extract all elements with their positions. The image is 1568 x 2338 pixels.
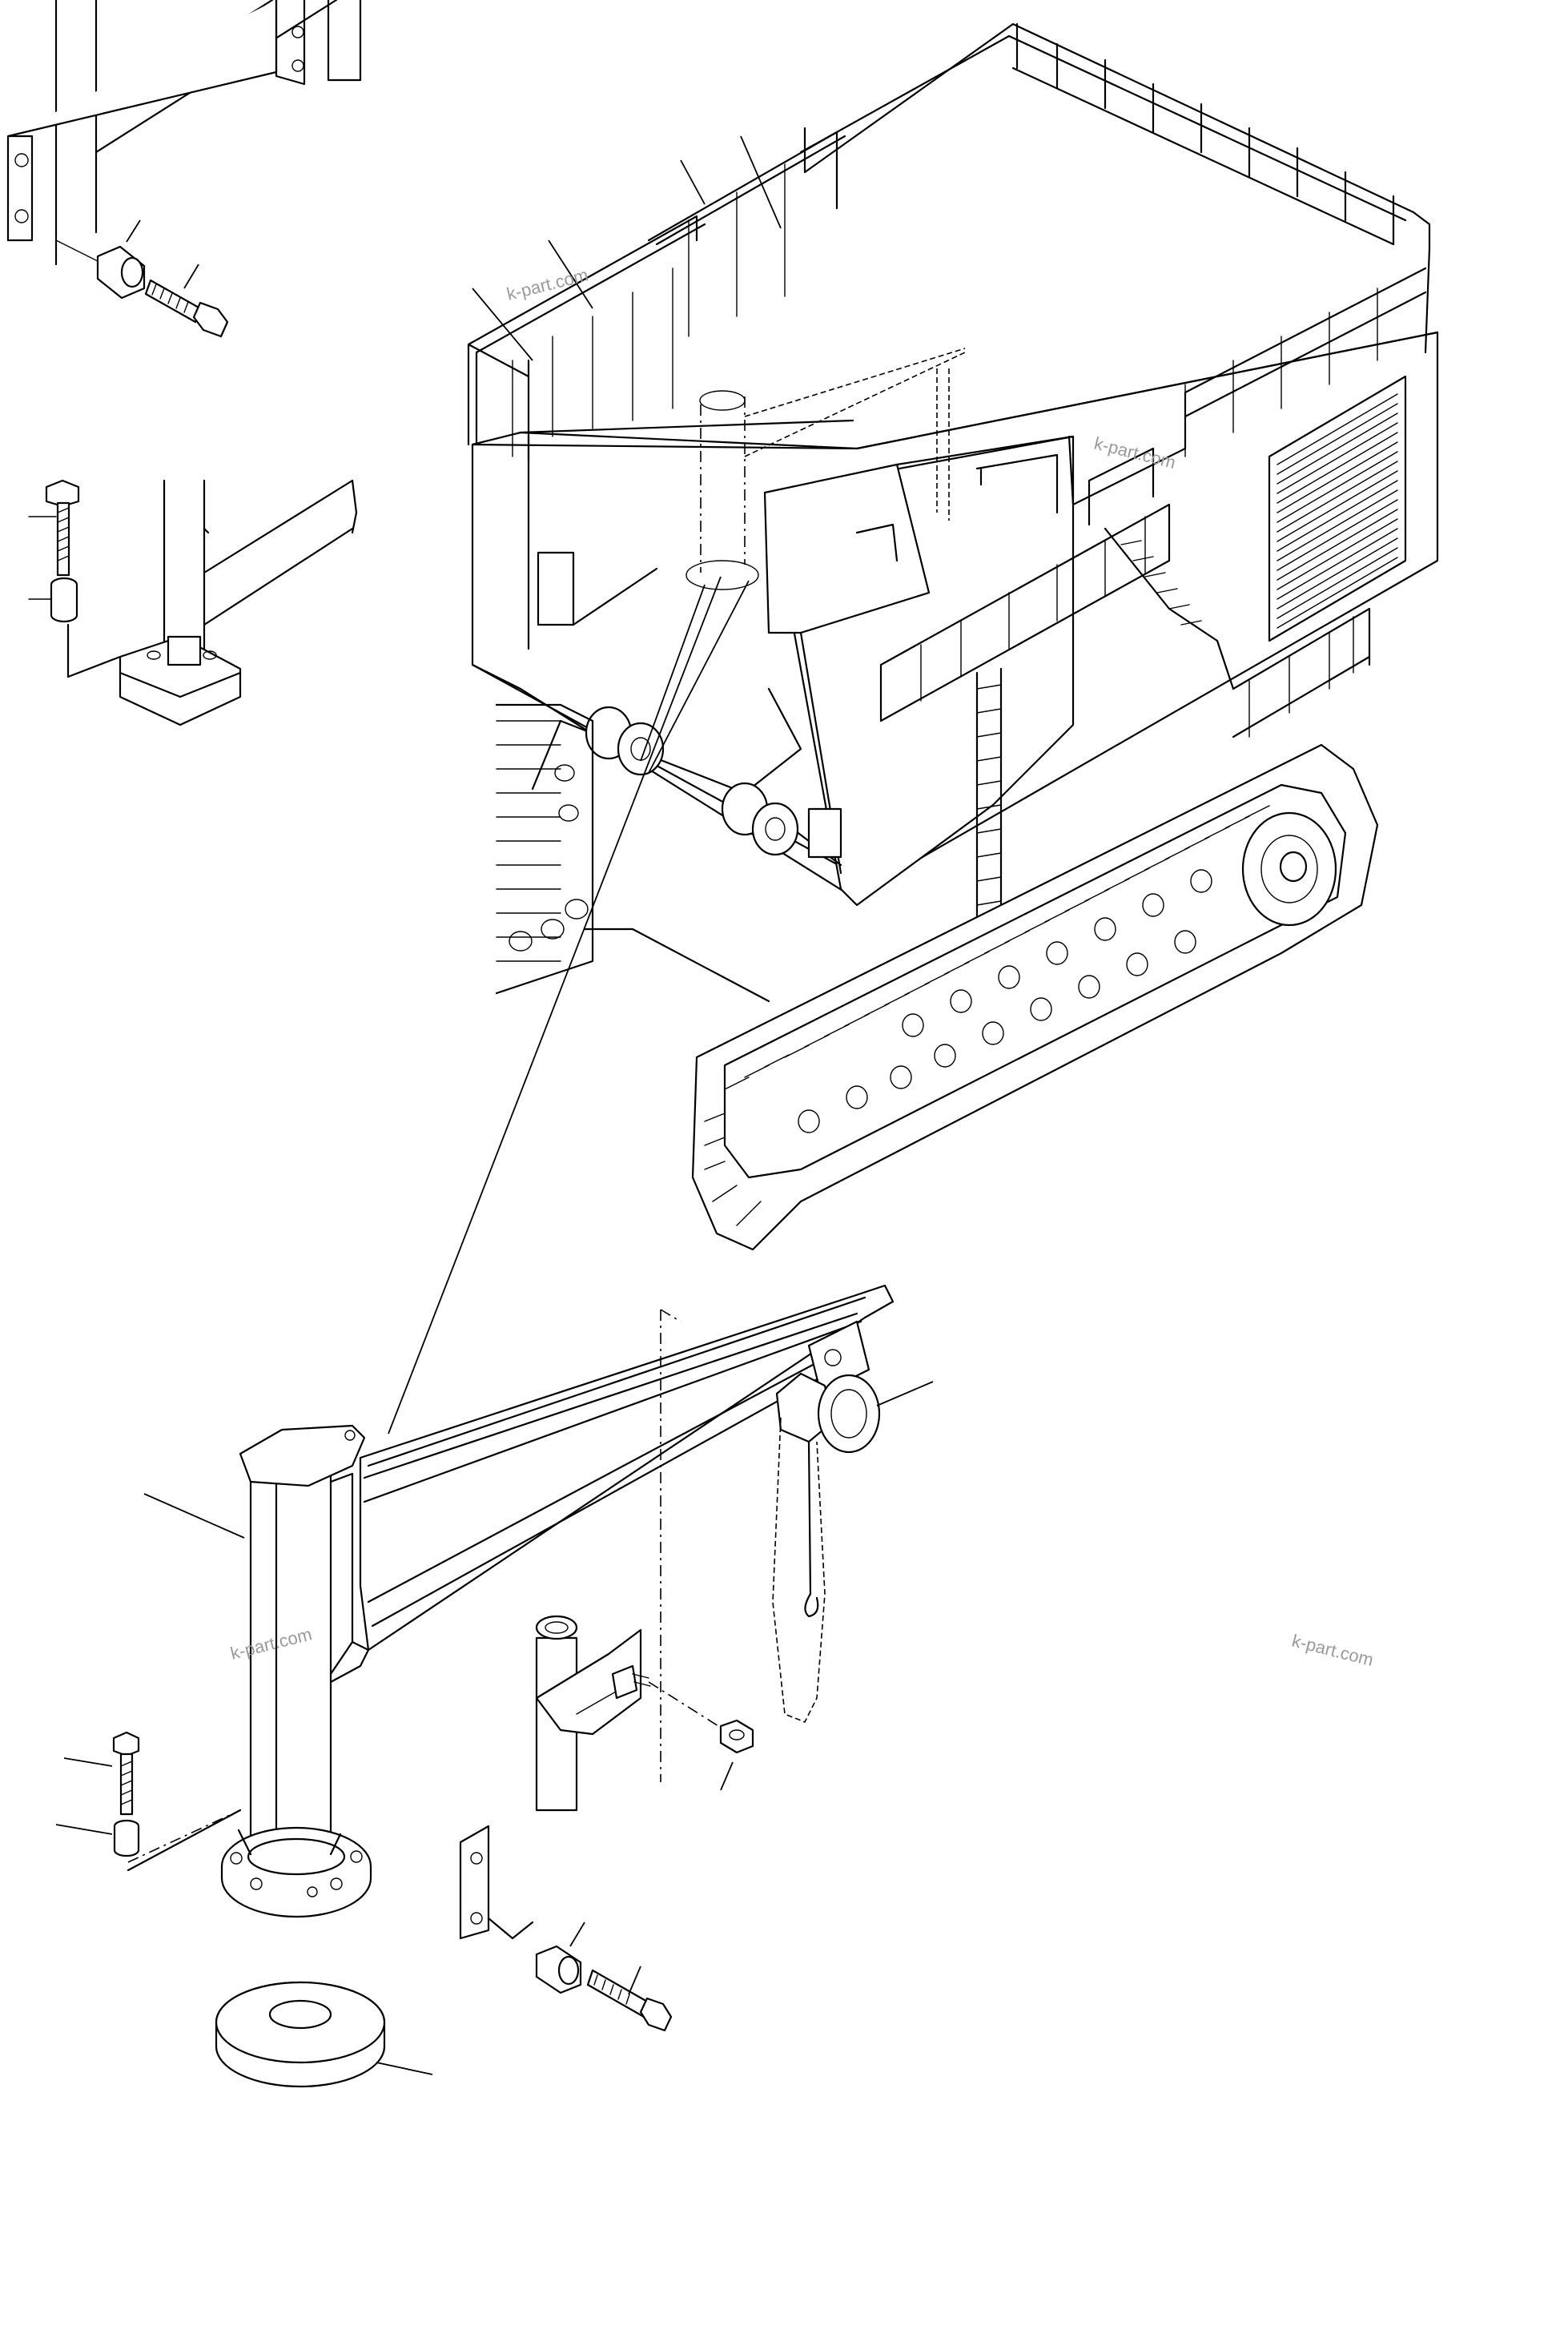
jib-crane-assembly — [55, 1284, 934, 2088]
watermark-text: k-part.com — [1092, 433, 1178, 473]
watermark-text: k-part.com — [1290, 1631, 1376, 1670]
leader-line — [388, 576, 722, 1435]
handrail-base-detail — [28, 479, 358, 726]
leader-line — [548, 239, 593, 309]
leader-line — [472, 288, 533, 361]
leader-line — [680, 159, 706, 205]
leader-line — [640, 584, 706, 762]
leader-line — [740, 135, 782, 229]
excavator-assembly — [467, 22, 1439, 1251]
handrail-bottom-detail — [6, 0, 362, 266]
watermark-text: k-part.com — [505, 264, 590, 304]
leader-line — [183, 264, 199, 289]
spacer-part — [96, 245, 146, 300]
leader-line — [648, 580, 750, 774]
bolt-part — [144, 279, 229, 338]
leader-line — [126, 219, 141, 243]
